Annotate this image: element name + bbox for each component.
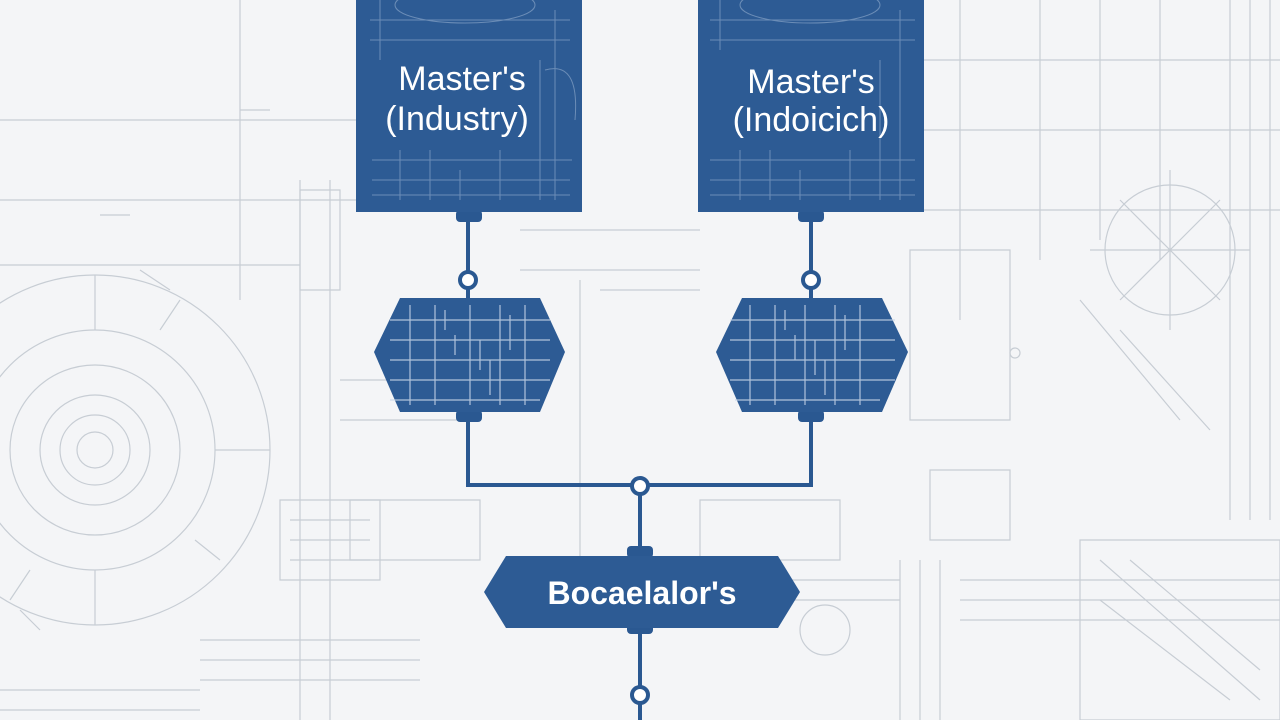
node-blueprint-texture — [730, 305, 895, 405]
master-indoicich-subtitle: (Indoicich) — [733, 101, 890, 139]
edge-mid-left-to-bachelor — [466, 418, 640, 487]
edge-mid-right-to-bachelor — [640, 418, 813, 487]
node-blueprint-texture — [710, 0, 915, 200]
node-master-indoicich[interactable]: Master's (Indoicich) — [698, 0, 924, 212]
master-industry-title: Master's — [398, 60, 525, 98]
node-blueprint-texture — [370, 0, 577, 200]
bachelor-label: Bocaelalor's — [547, 575, 736, 611]
dot-left-upper — [458, 270, 478, 290]
connector-dots — [458, 270, 821, 705]
dot-right-upper — [801, 270, 821, 290]
node-mid-left[interactable] — [374, 298, 565, 412]
dot-junction — [630, 476, 650, 496]
dot-bottom — [630, 685, 650, 705]
node-master-industry[interactable]: Master's (Industry) — [356, 0, 582, 212]
node-blueprint-texture — [390, 305, 550, 405]
node-bachelor[interactable]: Bocaelalor's — [484, 556, 800, 628]
connectors — [466, 218, 813, 720]
master-industry-subtitle: (Industry) — [385, 100, 529, 138]
master-indoicich-title: Master's — [747, 63, 874, 101]
node-mid-right[interactable] — [716, 298, 908, 412]
gear-sketch-icon — [0, 269, 271, 631]
